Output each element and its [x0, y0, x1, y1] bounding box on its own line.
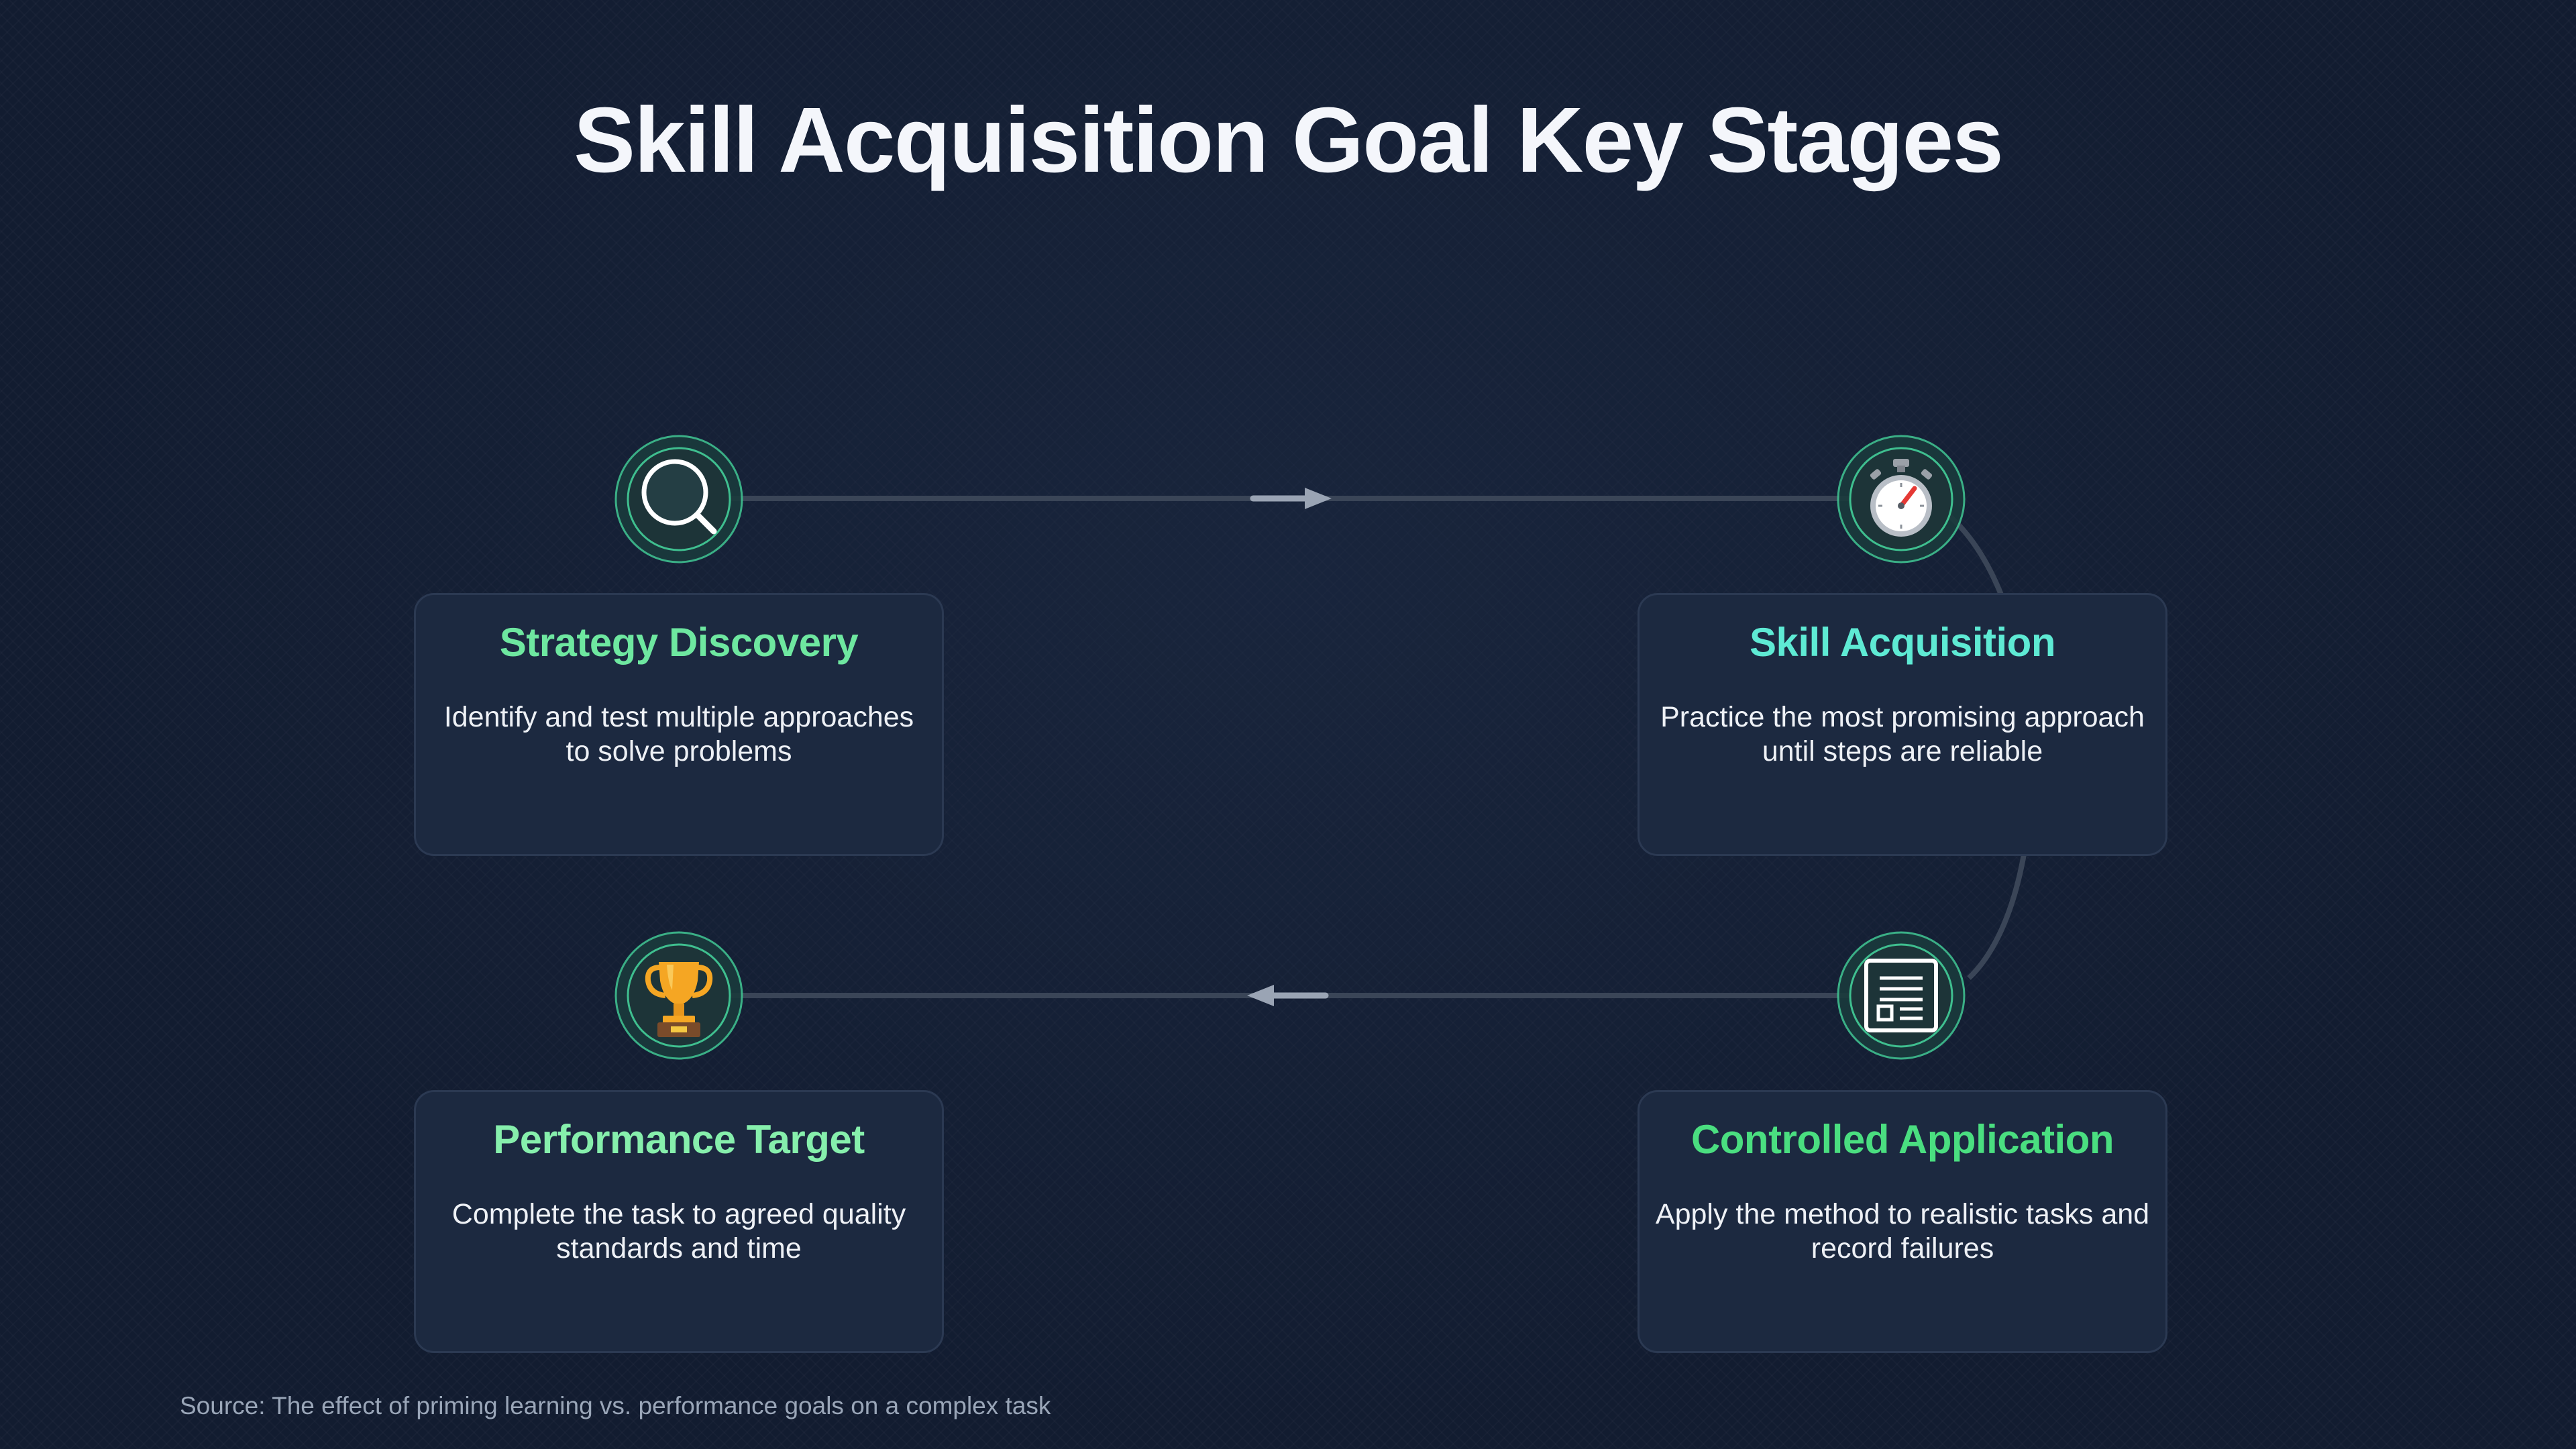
magnifying-glass-icon — [614, 435, 743, 564]
stage-3-node — [1835, 930, 1967, 1061]
stopwatch-icon — [1837, 435, 1966, 564]
stage-title: Performance Target — [493, 1117, 865, 1162]
stage-title: Strategy Discovery — [499, 620, 859, 665]
arrow-left-icon — [1247, 985, 1329, 1006]
stage-title: Skill Acquisition — [1749, 620, 2056, 665]
form-document-icon — [1837, 931, 1966, 1060]
stage-4-node — [613, 930, 745, 1061]
stage-card-strategy-discovery: Strategy Discovery Identify and test mul… — [414, 593, 944, 856]
stage-description: Complete the task to agreed quality stan… — [451, 1198, 906, 1265]
stage-description: Identify and test multiple approaches to… — [443, 701, 914, 767]
stage-card-performance-target: Performance Target Complete the task to … — [414, 1090, 944, 1353]
stage-card-controlled-application: Controlled Application Apply the method … — [1638, 1090, 2167, 1353]
stage-card-skill-acquisition: Skill Acquisition Practice the most prom… — [1638, 593, 2167, 856]
stage-1-node — [613, 433, 745, 565]
stage-title: Controlled Application — [1690, 1117, 2114, 1162]
arrow-right-icon — [1250, 488, 1332, 509]
stage-2-node — [1835, 433, 1967, 565]
stage-description: Apply the method to realistic tasks and … — [1655, 1198, 2150, 1265]
stage-description: Practice the most promising approach unt… — [1660, 701, 2145, 767]
source-citation: Source: The effect of priming learning v… — [180, 1392, 1051, 1419]
trophy-icon — [614, 931, 743, 1060]
page-title: Skill Acquisition Goal Key Stages — [574, 89, 2004, 192]
